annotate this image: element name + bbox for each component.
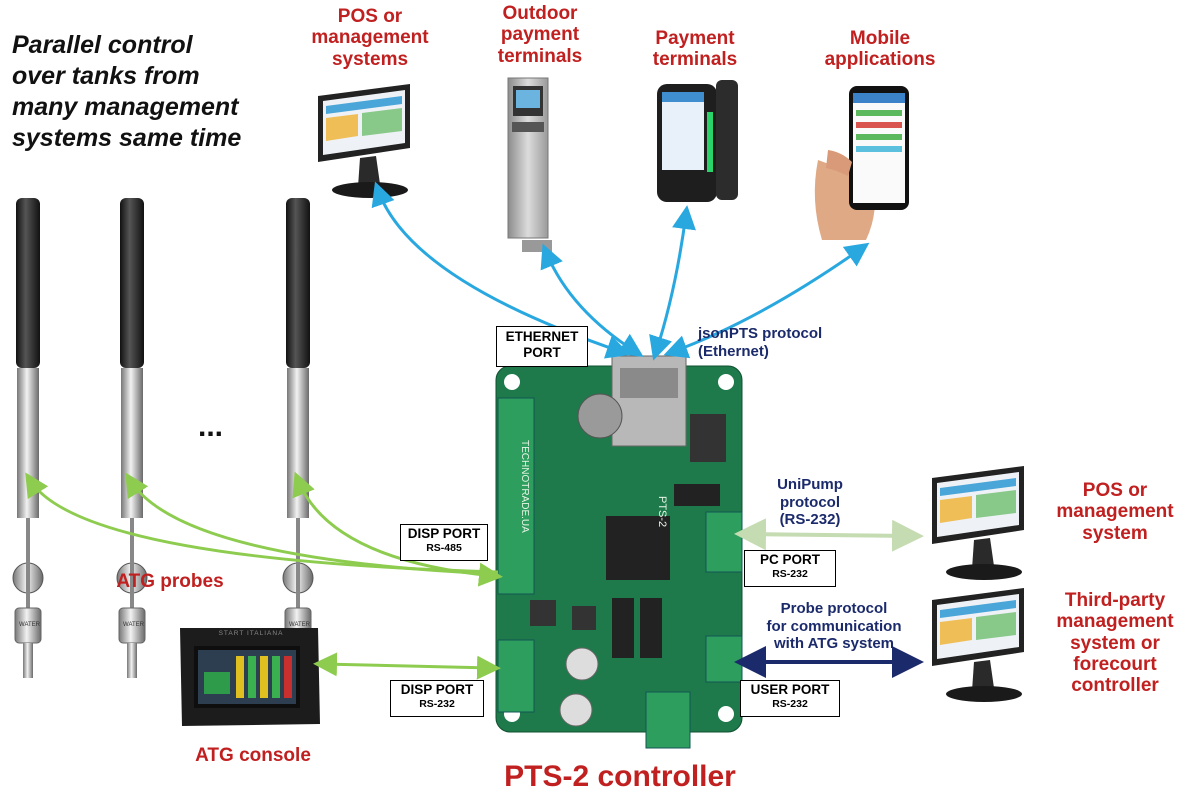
disp-port-rs485-box: DISP PORT RS-485 (400, 524, 488, 561)
label-unipump-protocol: UniPump protocol (RS-232) (777, 476, 843, 529)
label-pos-systems: POS or management systems (311, 6, 429, 70)
third-party-monitor (932, 588, 1024, 702)
label-ellipsis: ... (198, 410, 224, 443)
label-atg-console: ATG console (195, 745, 311, 766)
arrow-probe-3 (292, 471, 503, 587)
pos-monitor-right (932, 466, 1024, 580)
label-third-party-system: Third-party management system or forecou… (1056, 590, 1174, 697)
pts2-board (495, 355, 743, 749)
label-atg-probes: ATG probes (116, 571, 224, 592)
ethernet-port-box: ETHERNET PORT (496, 326, 588, 367)
arrow-console (313, 652, 501, 680)
probe-tag-text: WATER (123, 622, 144, 628)
console-brand-text: START ITALIANA (218, 630, 284, 637)
label-pos-system-right: POS or management system (1056, 480, 1174, 544)
payment-terminal (657, 80, 738, 202)
label-pts2-controller: PTS-2 controller (504, 760, 736, 793)
mobile-phone (814, 86, 909, 240)
label-probe-protocol: Probe protocol for communication with AT… (766, 600, 902, 653)
probe-tag-text: WATER (19, 622, 40, 628)
headline-line: over tanks from (12, 62, 200, 90)
label-jsonpts-protocol: jsonPTS protocol (Ethernet) (698, 325, 823, 360)
pos-monitor-top (318, 84, 410, 198)
atg-probe (282, 197, 314, 679)
probe-tag-text: WATER (289, 622, 310, 628)
headline: Parallel control over tanks from many ma… (12, 30, 241, 154)
headline-line: systems same time (12, 124, 242, 152)
board-model-text: PTS-2 (656, 496, 668, 528)
outdoor-terminal (507, 77, 552, 252)
label-mobile-apps: Mobile applications (824, 28, 936, 71)
atg-probe (12, 197, 44, 679)
pc-port-box: PC PORT RS-232 (744, 550, 836, 587)
disp-port-rs232-box: DISP PORT RS-232 (390, 680, 484, 717)
board-brand-text: TECHNOTRADE.UA (519, 440, 530, 533)
arrow-ethernet-payment (649, 205, 696, 361)
user-port-box: USER PORT RS-232 (740, 680, 840, 717)
label-payment-terminals: Payment terminals (652, 28, 738, 71)
headline-line: many management (12, 93, 239, 121)
atg-console (180, 628, 320, 726)
atg-probe (116, 197, 148, 679)
headline-line: Parallel control (12, 31, 193, 59)
arrow-ethernet-mobile (663, 242, 870, 359)
label-outdoor-terminals: Outdoor payment terminals (497, 3, 583, 67)
arrow-unipump (734, 518, 924, 552)
arrow-ethernet-outdoor (540, 243, 644, 357)
